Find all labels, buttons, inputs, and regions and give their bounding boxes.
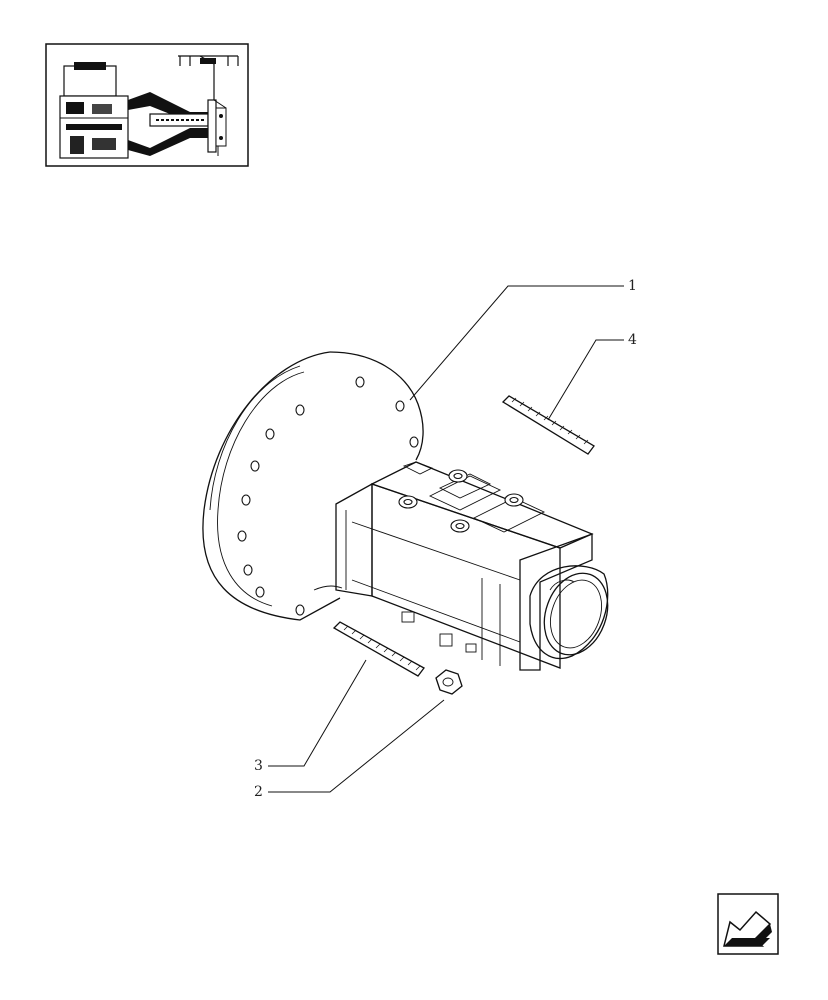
stud-part-4 <box>501 395 595 455</box>
callout-4: 4 <box>628 332 637 348</box>
mounting-flange <box>202 351 424 621</box>
callout-1: 1 <box>628 278 637 294</box>
leader-line-4 <box>547 339 624 421</box>
nut-part-2 <box>435 669 463 695</box>
leader-line-3 <box>268 659 367 767</box>
stud-part-3 <box>332 621 425 677</box>
overview-shaft-icon <box>128 92 227 156</box>
housing-body <box>335 461 594 671</box>
overview-housing-icon <box>59 62 129 159</box>
callout-labels: 1 4 3 2 <box>254 278 637 800</box>
housing-assembly <box>202 351 609 671</box>
leader-line-1 <box>409 285 624 401</box>
overview-linkage-icon <box>178 55 239 156</box>
assembly-overview-thumbnail[interactable] <box>45 43 249 167</box>
leader-lines <box>268 285 624 793</box>
leader-line-2 <box>268 699 445 793</box>
callout-3: 3 <box>254 758 263 774</box>
back-arrow-icon[interactable] <box>717 893 779 955</box>
housing-top-bolts <box>398 469 524 533</box>
output-sleeve <box>529 565 609 660</box>
flange-bolt-holes <box>237 376 419 616</box>
callout-2: 2 <box>254 784 263 800</box>
